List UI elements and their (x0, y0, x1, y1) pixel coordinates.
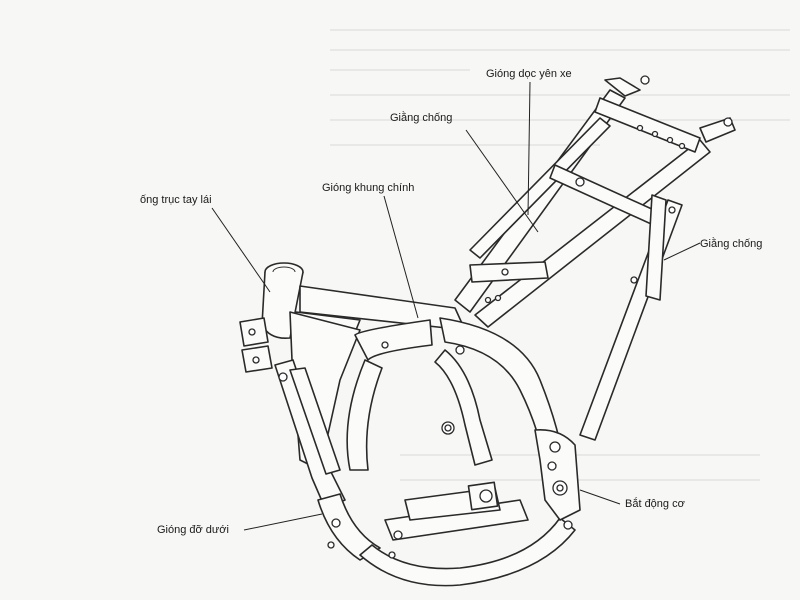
background-bleed-text (330, 29, 790, 481)
label-down-tube: Gióng đỡ dưới (157, 524, 229, 536)
label-seat-rail: Gióng dọc yên xe (486, 68, 572, 80)
engine-mount-plate (534, 428, 581, 521)
cross-brace-top (469, 164, 666, 304)
label-brace-top: Giằng chống (390, 112, 453, 124)
label-head-tube: ống trục tay lái (140, 194, 212, 206)
cross-brace-right (579, 194, 683, 441)
label-main-frame: Gióng khung chính (322, 182, 415, 194)
down-tube (274, 359, 381, 561)
seat-rail (454, 75, 736, 328)
label-brace-right: Giằng chống (700, 238, 763, 250)
lower-cradle (359, 481, 576, 587)
leader-lines (211, 81, 701, 531)
engine-cradle (346, 317, 566, 479)
label-engine-mount: Bắt động cơ (625, 498, 685, 510)
